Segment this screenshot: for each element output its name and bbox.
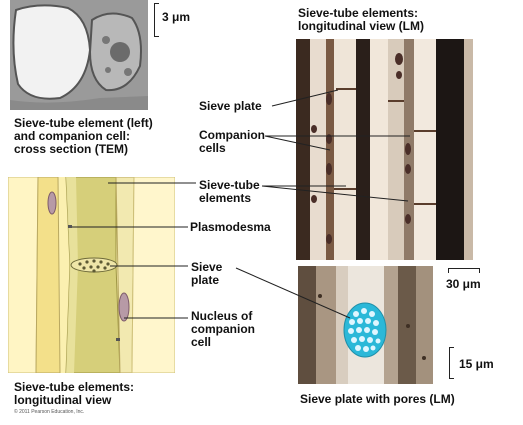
companion-cells-label: Companion cells bbox=[199, 128, 265, 155]
lm-bottom-scale-bar bbox=[449, 347, 454, 379]
tem-caption: Sieve-tube element (left) and companion … bbox=[14, 116, 153, 156]
sieve-plate-2-label: Sieve plate bbox=[191, 260, 223, 287]
sieve-plate-label: Sieve plate bbox=[199, 99, 262, 113]
longitudinal-drawing bbox=[8, 177, 175, 373]
lm-bottom-scale-label: 15 μm bbox=[459, 357, 494, 371]
sieve-tube-elements-label: Sieve-tube elements bbox=[199, 178, 260, 205]
lm-top-scale-label: 30 μm bbox=[446, 277, 481, 291]
long-view-caption: Sieve-tube elements: longitudinal view bbox=[14, 380, 135, 407]
tem-micrograph bbox=[10, 0, 148, 110]
tem-scale-label: 3 μm bbox=[162, 10, 191, 24]
tem-scale-bar bbox=[154, 3, 159, 37]
nucleus-label: Nucleus of companion cell bbox=[191, 309, 256, 349]
plasmodesma-label: Plasmodesma bbox=[190, 220, 271, 234]
lm-longitudinal-title: Sieve-tube elements: longitudinal view (… bbox=[298, 6, 424, 33]
pores-caption: Sieve plate with pores (LM) bbox=[300, 392, 455, 406]
lm-pores-micrograph bbox=[298, 266, 433, 384]
copyright: © 2011 Pearson Education, Inc. bbox=[14, 409, 85, 415]
lm-top-scale-bar bbox=[448, 268, 480, 273]
lm-longitudinal-micrograph bbox=[296, 39, 473, 260]
